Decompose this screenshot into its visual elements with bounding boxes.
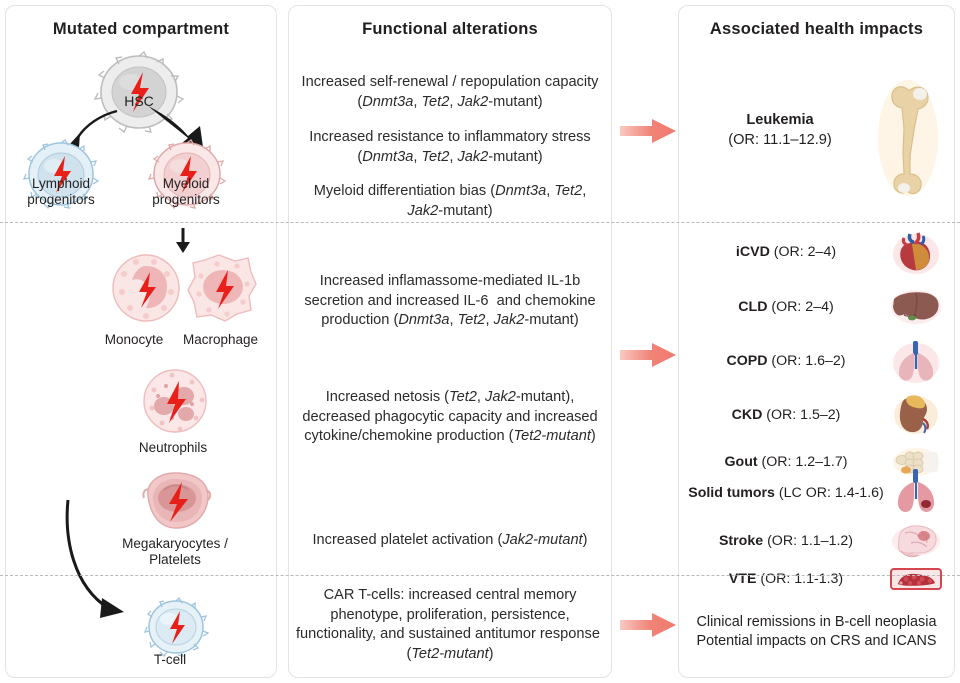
title-functional-alterations: Functional alterations <box>362 20 538 38</box>
t-cell-icon <box>143 596 210 657</box>
impact-label-icvd: iCVD (OR: 2–4) <box>688 244 884 261</box>
liver-icon <box>884 285 948 329</box>
alteration-text-2: Increased resistance to inflammatory str… <box>309 129 591 165</box>
impact-label-cld: CLD (OR: 2–4) <box>688 299 884 316</box>
row-divider-1 <box>0 222 960 223</box>
macrophage-label: Macrophage <box>182 332 259 347</box>
impact-value: (LC OR: 1.4-1.6) <box>774 484 884 501</box>
impact-name: iCVD <box>735 243 770 260</box>
monocyte-label: Monocyte <box>104 332 164 347</box>
impact-label-gout: Gout (OR: 1.2–1.7) <box>688 454 884 471</box>
impact-name: VTE <box>728 570 757 587</box>
arrow-hsc-to-myeloid <box>148 106 204 154</box>
gout-hand-icon <box>884 440 948 484</box>
alteration-text-7: CAR T-cells: increased central memory ph… <box>296 587 605 662</box>
bone-icon <box>878 78 938 198</box>
arrow-hsc-to-lymphoid <box>69 109 118 147</box>
impact-label-copd: COPD (OR: 1.6–2) <box>688 353 884 370</box>
megakaryocyte-label: Megakaryocytes /Platelets <box>122 536 228 567</box>
neutrophil-icon <box>142 368 208 434</box>
impact-row: CLD (OR: 2–4) <box>688 285 948 329</box>
impact-name: Solid tumors <box>688 484 775 501</box>
alteration-text-4: Increased inflamassome-mediated IL-1b se… <box>304 273 596 328</box>
lymphoid-progenitor-icon <box>22 139 100 210</box>
row-divider-2 <box>0 575 960 576</box>
impact-row: COPD (OR: 1.6–2) <box>688 339 948 383</box>
brain-icon <box>884 519 948 563</box>
alteration-text-6: Increased platelet activation (Jak2-muta… <box>312 532 588 548</box>
bottom-outcome-line-1: Clinical remissions in B-cell neoplasia <box>696 614 937 630</box>
impact-name: Gout <box>724 453 758 470</box>
impact-leukemia-name: Leukemia <box>746 112 814 128</box>
impact-row: Stroke (OR: 1.1–1.2) <box>688 519 948 563</box>
t-cell-label: T-cell <box>153 652 187 667</box>
impact-name: CLD <box>738 298 768 315</box>
impact-name: COPD <box>726 352 768 369</box>
impact-value: (OR: 1.1–1.2) <box>763 532 854 549</box>
impact-value: (OR: 2–4) <box>767 298 834 315</box>
arrow-row-3-icon <box>620 613 676 637</box>
thrombus-vessel-icon <box>884 557 948 601</box>
kidney-icon <box>884 393 948 437</box>
impact-value: (OR: 1.5–2) <box>762 406 841 423</box>
impact-name: Stroke <box>718 532 764 549</box>
alteration-text-3: Myeloid differentiation bias (Dnmt3a, Te… <box>313 183 587 219</box>
impact-label-stroke: Stroke (OR: 1.1–1.2) <box>688 533 884 550</box>
impact-row: Solid tumors (LC OR: 1.4-1.6) <box>688 468 948 518</box>
impact-leukemia-value: (OR: 11.1–12.9) <box>728 132 832 148</box>
bottom-outcome-line-2: Potential impacts on CRS and ICANS <box>696 633 937 649</box>
title-associated-health-impacts: Associated health impacts <box>709 20 924 38</box>
arrow-row-2-icon <box>620 343 676 367</box>
macrophage-icon <box>185 252 259 324</box>
impact-leukemia-label: Leukemia (OR: 11.1–12.9) <box>690 110 870 150</box>
arrow-myeloid-down <box>176 228 190 253</box>
impact-value: (OR: 2–4) <box>769 243 837 260</box>
arrow-row-1-icon <box>620 119 676 143</box>
impact-row: CKD (OR: 1.5–2) <box>688 393 948 437</box>
myeloid-progenitor-icon <box>147 139 227 210</box>
impact-value: (OR: 1.2–1.7) <box>757 453 848 470</box>
impact-row: Gout (OR: 1.2–1.7) <box>688 440 948 484</box>
hsc-label: HSC <box>124 93 154 109</box>
impact-value: (OR: 1.6–2) <box>767 352 846 369</box>
bottom-outcome-text: Clinical remissions in B-cell neoplasia … <box>678 613 955 651</box>
lung-tumor-icon <box>884 469 948 515</box>
impact-label-solid-tumors: Solid tumors (LC OR: 1.4-1.6) <box>688 485 884 502</box>
title-mutated-compartment: Mutated compartment <box>52 20 230 38</box>
impact-row: iCVD (OR: 2–4) <box>688 230 948 274</box>
lungs-icon <box>884 339 948 383</box>
arrow-hsc-to-tcell <box>65 499 124 618</box>
impact-name: CKD <box>731 406 763 423</box>
megakaryocyte-icon <box>140 470 212 532</box>
impact-row: VTE (OR: 1.1-1.3) <box>688 557 948 601</box>
monocyte-icon <box>110 252 182 324</box>
heart-icon <box>884 230 948 274</box>
impact-value: (OR: 1.1-1.3) <box>756 570 844 587</box>
impact-label-vte: VTE (OR: 1.1-1.3) <box>688 571 884 588</box>
impact-label-ckd: CKD (OR: 1.5–2) <box>688 407 884 424</box>
neutrophil-label: Neutrophils <box>138 440 208 455</box>
hsc-cell-icon <box>93 50 185 134</box>
alteration-text-5: Increased netosis (Tet2, Jak2-mutant), d… <box>302 389 598 444</box>
alteration-text-1: Increased self-renewal / repopulation ca… <box>301 74 599 110</box>
panel-functional-alterations <box>288 5 612 678</box>
